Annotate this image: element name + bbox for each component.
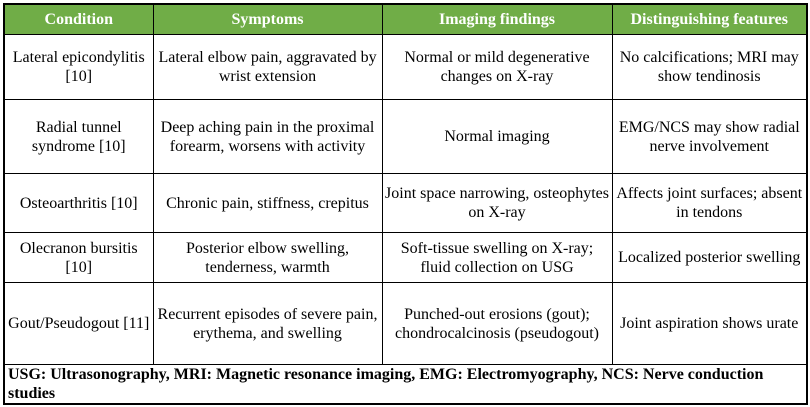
cell-condition: Lateral epicondylitis [10]	[3, 34, 154, 100]
cell-symptoms: Lateral elbow pain, aggravated by wrist …	[152, 34, 383, 100]
footnote-row: USG: Ultrasonography, MRI: Magnetic reso…	[3, 364, 808, 405]
cell-imaging: Normal imaging	[381, 99, 613, 174]
table-row: Olecranon bursitis [10] Posterior elbow …	[3, 232, 808, 283]
table-row: Gout/Pseudogout [11] Recurrent episodes …	[3, 282, 808, 365]
table-row: Radial tunnel syndrome [10] Deep aching …	[3, 99, 808, 174]
table-row: Lateral epicondylitis [10] Lateral elbow…	[3, 34, 808, 100]
cell-imaging: Soft-tissue swelling on X-ray; fluid col…	[381, 232, 613, 283]
cell-condition: Gout/Pseudogout [11]	[3, 282, 154, 365]
cell-condition: Olecranon bursitis [10]	[3, 232, 154, 283]
cell-features: No calcifications; MRI may show tendinos…	[611, 34, 808, 100]
cell-imaging: Joint space narrowing, osteophytes on X-…	[381, 173, 613, 233]
cell-features: EMG/NCS may show radial nerve involvemen…	[611, 99, 808, 174]
cell-condition: Osteoarthritis [10]	[3, 173, 154, 233]
cell-imaging: Punched-out erosions (gout); chondrocalc…	[381, 282, 613, 365]
header-features: Distinguishing features	[611, 3, 808, 35]
differential-diagnosis-table: Condition Symptoms Imaging findings Dist…	[3, 3, 808, 405]
footnote: USG: Ultrasonography, MRI: Magnetic reso…	[3, 364, 808, 405]
cell-features: Joint aspiration shows urate	[611, 282, 808, 365]
table-row: Osteoarthritis [10] Chronic pain, stiffn…	[3, 173, 808, 233]
cell-condition: Radial tunnel syndrome [10]	[3, 99, 154, 174]
header-symptoms: Symptoms	[152, 3, 383, 35]
cell-features: Affects joint surfaces; absent in tendon…	[611, 173, 808, 233]
cell-symptoms: Deep aching pain in the proximal forearm…	[152, 99, 383, 174]
cell-symptoms: Recurrent episodes of severe pain, eryth…	[152, 282, 383, 365]
cell-imaging: Normal or mild degenerative changes on X…	[381, 34, 613, 100]
cell-features: Localized posterior swelling	[611, 232, 808, 283]
cell-symptoms: Posterior elbow swelling, tenderness, wa…	[152, 232, 383, 283]
cell-symptoms: Chronic pain, stiffness, crepitus	[152, 173, 383, 233]
header-condition: Condition	[3, 3, 154, 35]
header-imaging: Imaging findings	[381, 3, 613, 35]
header-row: Condition Symptoms Imaging findings Dist…	[3, 3, 808, 35]
